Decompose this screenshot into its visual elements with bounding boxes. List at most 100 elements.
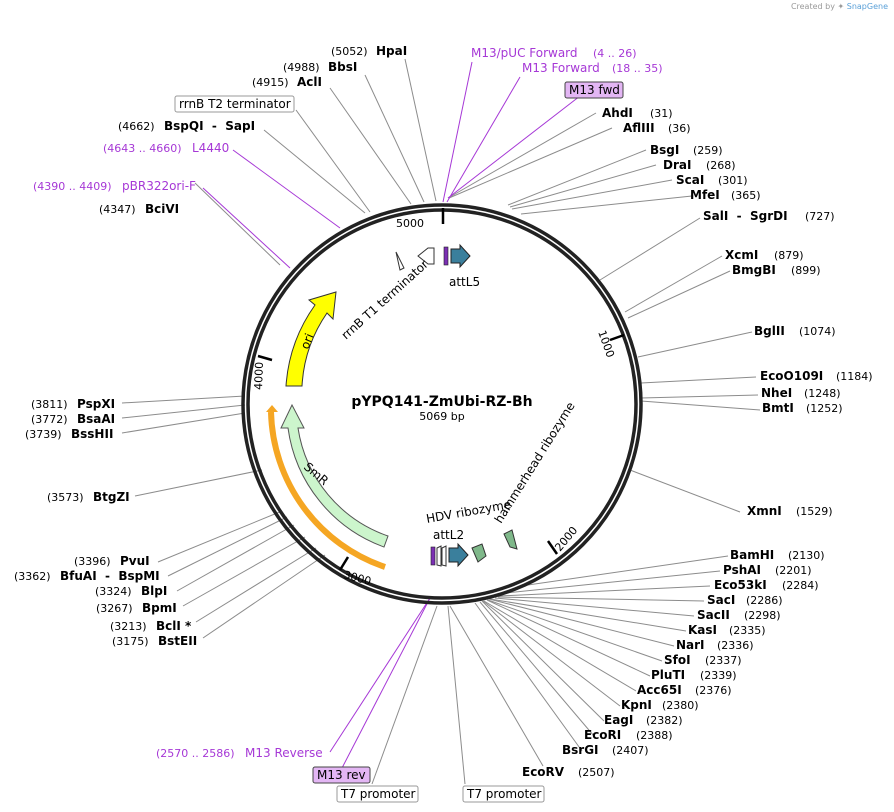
enzyme-name[interactable]: EcoO109I <box>760 369 823 383</box>
tick-label-4000: 4000 <box>252 362 266 390</box>
attl5-arrow <box>450 243 471 269</box>
primer-pos: (4643 .. 4660) <box>103 142 182 155</box>
enzyme-pos: (1184) <box>836 370 873 383</box>
enzyme-name[interactable]: BfuAI - BspMI <box>60 569 160 583</box>
enzyme-name[interactable]: BclI * <box>156 619 192 633</box>
ori-feature: ori <box>285 291 337 387</box>
enzyme-name[interactable]: PvuI <box>120 554 150 568</box>
enzyme-pos: (727) <box>805 210 835 223</box>
enzyme-name[interactable]: AflIII <box>623 121 655 135</box>
enzyme-pos: (268) <box>706 159 736 172</box>
enzyme-name[interactable]: MfeI <box>690 188 720 202</box>
attl2-label: attL2 <box>433 528 464 542</box>
enzyme-name[interactable]: BmgBI <box>732 263 776 277</box>
enzyme-pos: (4347) <box>99 203 136 216</box>
enzyme-name[interactable]: SalI - SgrDI <box>703 209 788 223</box>
primer-pos: (18 .. 35) <box>612 62 663 75</box>
enzyme-name[interactable]: SacII <box>697 608 730 622</box>
enzyme-name[interactable]: KpnI <box>621 698 652 712</box>
enzyme-name[interactable]: BmtI <box>762 401 794 415</box>
connector-lines <box>121 58 761 785</box>
enzyme-name[interactable]: BssHII <box>71 427 113 441</box>
enzyme-name[interactable]: DraI <box>663 158 691 172</box>
enzyme-pos: (3324) <box>95 585 132 598</box>
primer-lines <box>202 61 581 769</box>
t7-promoter-left-label[interactable]: T7 promoter <box>340 787 416 801</box>
enzyme-name[interactable]: KasI <box>688 623 717 637</box>
primer-name[interactable]: M13 Reverse <box>245 746 323 760</box>
enzyme-name[interactable]: BpmI <box>142 601 177 615</box>
enzymes-right: AhdI (31) AflIII (36) BsgI (259) DraI (2… <box>522 106 873 779</box>
backbone-outer <box>241 203 643 605</box>
enzyme-name[interactable]: EcoRI <box>584 728 621 742</box>
enzyme-name[interactable]: Eco53kI <box>714 578 767 592</box>
enzyme-pos: (5052) <box>331 45 368 58</box>
enzyme-name[interactable]: XmnI <box>747 504 782 518</box>
primer-name[interactable]: M13 Forward <box>522 61 600 75</box>
enzyme-name[interactable]: BamHI <box>730 548 774 562</box>
primer-name[interactable]: L4440 <box>192 141 229 155</box>
enzyme-name[interactable]: BbsI <box>328 60 357 74</box>
enzyme-name[interactable]: XcmI <box>725 248 758 262</box>
enzyme-pos: (879) <box>774 249 804 262</box>
enzyme-name[interactable]: BsaAI <box>77 412 115 426</box>
enzyme-name[interactable]: BtgZI <box>93 490 130 504</box>
bottom-features: attL2 HDV ribozyme hammerhead ribozyme <box>425 400 578 568</box>
m13-rev-mark <box>430 546 436 566</box>
rrnb-t2-terminator-label[interactable]: rrnB T2 terminator <box>179 97 291 111</box>
m13-rev-label[interactable]: M13 rev <box>317 768 366 782</box>
enzyme-pos: (1529) <box>796 505 833 518</box>
tick-marks <box>257 208 625 571</box>
enzyme-pos: (3772) <box>31 413 68 426</box>
enzyme-pos: (3213) <box>110 620 147 633</box>
enzyme-name[interactable]: AhdI <box>602 106 633 120</box>
enzyme-name[interactable]: BlpI <box>141 584 167 598</box>
enzyme-name[interactable]: AclI <box>297 75 322 89</box>
enzyme-pos: (2335) <box>729 624 766 637</box>
enzyme-name[interactable]: PluTI <box>651 668 685 682</box>
enzyme-name[interactable]: BsrGI <box>562 743 599 757</box>
enzyme-name[interactable]: HpaI <box>376 44 407 58</box>
enzyme-name[interactable]: SacI <box>707 593 735 607</box>
primer-name[interactable]: pBR322ori-F <box>122 179 196 193</box>
enzyme-name[interactable]: NheI <box>761 386 792 400</box>
rrnb-t1-arrow <box>395 251 405 271</box>
smr-feature: SmR <box>266 403 389 570</box>
plasmid-name: pYPQ141-ZmUbi-RZ-Bh <box>351 394 532 410</box>
credit-prefix: Created by <box>790 2 835 11</box>
enzyme-pos: (259) <box>693 144 723 157</box>
enzyme-name[interactable]: BstEII <box>158 634 197 648</box>
ori-label: ori <box>298 331 317 351</box>
snapgene-credit: Created by ✦ SnapGene <box>791 2 888 11</box>
enzyme-pos: (31) <box>650 107 673 120</box>
hammerhead-arrow <box>503 529 518 550</box>
enzyme-name[interactable]: ScaI <box>676 173 704 187</box>
enzyme-name[interactable]: Acc65I <box>637 683 682 697</box>
enzyme-name[interactable]: NarI <box>676 638 705 652</box>
enzyme-pos: (2388) <box>636 729 673 742</box>
enzyme-name[interactable]: EagI <box>604 713 633 727</box>
enzyme-pos: (3573) <box>47 491 84 504</box>
enzyme-pos: (2507) <box>578 766 615 779</box>
enzyme-name[interactable]: BspQI - SapI <box>164 119 255 133</box>
tick-label-5000: 5000 <box>396 217 424 230</box>
boxed-labels: rrnB T2 terminator M13 fwd M13 rev T7 pr… <box>174 81 624 803</box>
primers: M13/pUC Forward (4 .. 26) M13 Forward (1… <box>33 46 663 760</box>
enzyme-name[interactable]: PspXI <box>77 397 115 411</box>
enzyme-name[interactable]: BglII <box>754 324 785 338</box>
enzyme-name[interactable]: PshAI <box>723 563 761 577</box>
t7-promoter-right-label[interactable]: T7 promoter <box>466 787 542 801</box>
hammerhead-ribozyme-label: hammerhead ribozyme <box>492 400 578 526</box>
enzyme-name[interactable]: BsgI <box>650 143 679 157</box>
enzyme-pos: (301) <box>718 174 748 187</box>
enzyme-pos: (3267) <box>96 602 133 615</box>
enzyme-pos: (2201) <box>775 564 812 577</box>
m13-fwd-label[interactable]: M13 fwd <box>569 83 620 97</box>
t7-mark-a <box>436 545 442 567</box>
enzyme-pos: (2337) <box>705 654 742 667</box>
enzyme-name[interactable]: EcoRV <box>522 765 565 779</box>
primer-name[interactable]: M13/pUC Forward <box>471 46 578 60</box>
enzyme-name[interactable]: BciVI <box>145 202 179 216</box>
enzyme-name[interactable]: SfoI <box>664 653 691 667</box>
enzyme-pos: (2407) <box>612 744 649 757</box>
